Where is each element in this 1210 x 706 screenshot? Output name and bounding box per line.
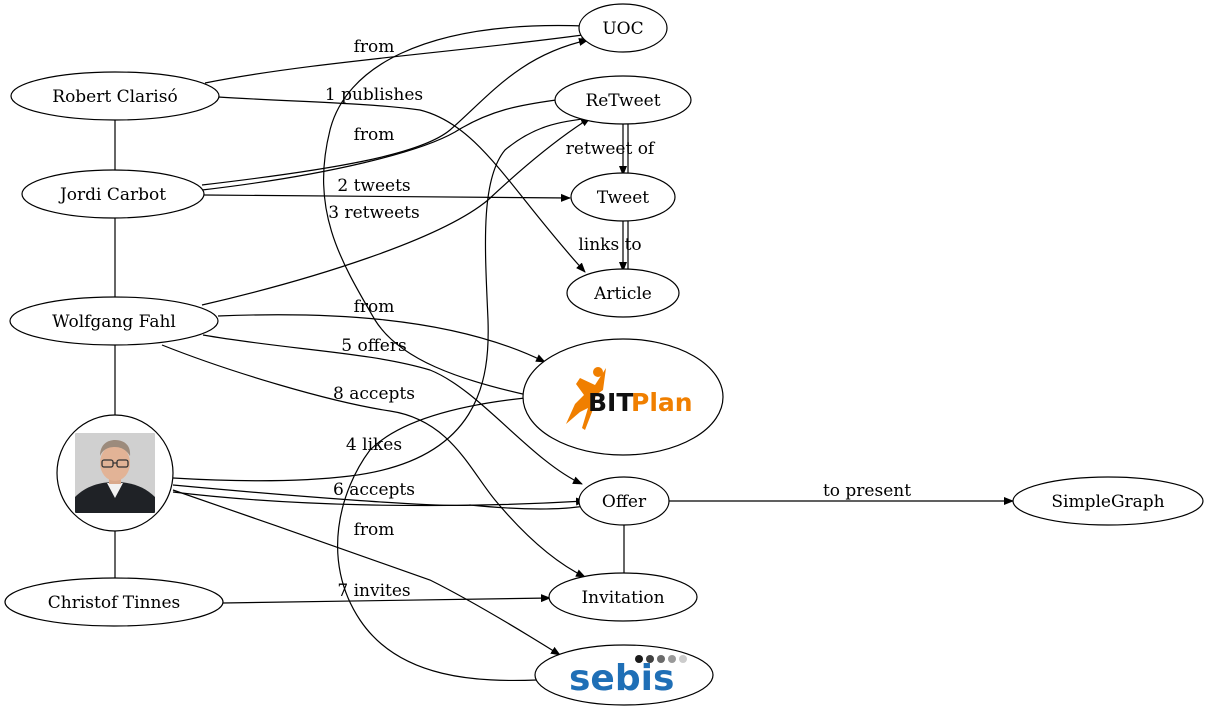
edge-label-wolfgang-invitation: 8 accepts — [333, 384, 415, 404]
node-robert[interactable]: Robert Clarisó — [10, 71, 220, 121]
edge-label-wolfgang-offer: 5 offers — [341, 336, 406, 356]
edge-photo-offer — [172, 491, 586, 507]
edge-photo-retweet — [172, 115, 591, 482]
node-label-uoc: UOC — [602, 19, 643, 39]
node-invitation[interactable]: Invitation — [548, 572, 698, 622]
edge-bitplan-uoc — [323, 24, 586, 396]
sebis-logo-text: sebis — [569, 658, 674, 699]
edge-label-christof-invitation: 7 invites — [337, 581, 410, 601]
edge-label-photo-retweet: 4 likes — [346, 435, 402, 455]
edge-sebis-bitplan — [337, 397, 538, 682]
edge-labels: from 1 publishes from 2 tweets 3 retweet… — [325, 37, 911, 601]
node-wolfgang[interactable]: Wolfgang Fahl — [9, 296, 219, 346]
edge-label-jordi-tweet: 2 tweets — [337, 176, 410, 196]
node-article[interactable]: Article — [566, 268, 680, 318]
person-photo-icon — [75, 433, 155, 513]
node-label-wolfgang: Wolfgang Fahl — [52, 312, 176, 332]
node-label-robert: Robert Clarisó — [52, 87, 177, 107]
sebis-logo-icon: sebis — [569, 655, 687, 699]
bitplan-logo-plan: Plan — [631, 388, 693, 417]
node-label-invitation: Invitation — [581, 588, 664, 608]
edge-robert-uoc — [204, 31, 591, 84]
node-offer[interactable]: Offer — [578, 476, 670, 526]
node-tweet[interactable]: Tweet — [570, 172, 676, 222]
edge-jordi-uoc — [201, 38, 589, 186]
edge-wolfgang-retweet — [201, 117, 591, 306]
edge-label-wolfgang-bitplan: from — [354, 297, 395, 317]
node-simplegraph[interactable]: SimpleGraph — [1012, 476, 1204, 526]
bitplan-logo-icon: BIT Plan — [566, 367, 693, 430]
edge-label-retweet-tweet: retweet of — [566, 139, 656, 159]
node-label-jordi: Jordi Carbot — [58, 185, 166, 205]
node-label-simplegraph: SimpleGraph — [1051, 492, 1164, 512]
node-label-article: Article — [593, 284, 652, 304]
edge-label-wolfgang-retweet: 3 retweets — [328, 203, 419, 223]
node-photo[interactable] — [56, 414, 174, 532]
node-christof[interactable]: Christof Tinnes — [4, 577, 224, 627]
edge-photo-offer-b — [172, 484, 586, 510]
edge-label-robert-article: 1 publishes — [325, 85, 423, 105]
edge-wolfgang-bitplan — [217, 314, 546, 363]
edge-label-jordi-uoc: from — [354, 125, 395, 145]
edge-label-offer-simplegraph: to present — [823, 481, 911, 501]
edge-jordi-retweet — [201, 99, 557, 191]
edge-label-photo-offer: 6 accepts — [333, 480, 415, 500]
bitplan-logo-bit: BIT — [588, 388, 633, 417]
edge-photo-sebis — [172, 489, 561, 656]
edges — [114, 24, 1014, 682]
node-sebis[interactable]: sebis — [534, 644, 714, 706]
node-retweet[interactable]: ReTweet — [554, 75, 692, 125]
edge-jordi-tweet — [203, 193, 571, 202]
node-label-offer: Offer — [602, 492, 647, 512]
edge-wolfgang-offer — [202, 334, 583, 485]
node-jordi[interactable]: Jordi Carbot — [21, 169, 205, 219]
edge-label-sebis-bitplan: from — [354, 520, 395, 540]
edge-label-robert-uoc: from — [354, 37, 395, 57]
edge-wolfgang-invitation — [161, 344, 586, 578]
node-bitplan[interactable]: BIT Plan — [522, 338, 724, 456]
node-label-retweet: ReTweet — [585, 91, 660, 111]
node-uoc[interactable]: UOC — [578, 3, 668, 53]
edge-label-tweet-article: links to — [578, 235, 641, 255]
node-label-christof: Christof Tinnes — [48, 593, 180, 613]
edge-robert-article — [217, 96, 586, 273]
edge-christof-invitation — [222, 594, 551, 604]
node-label-tweet: Tweet — [597, 188, 649, 208]
